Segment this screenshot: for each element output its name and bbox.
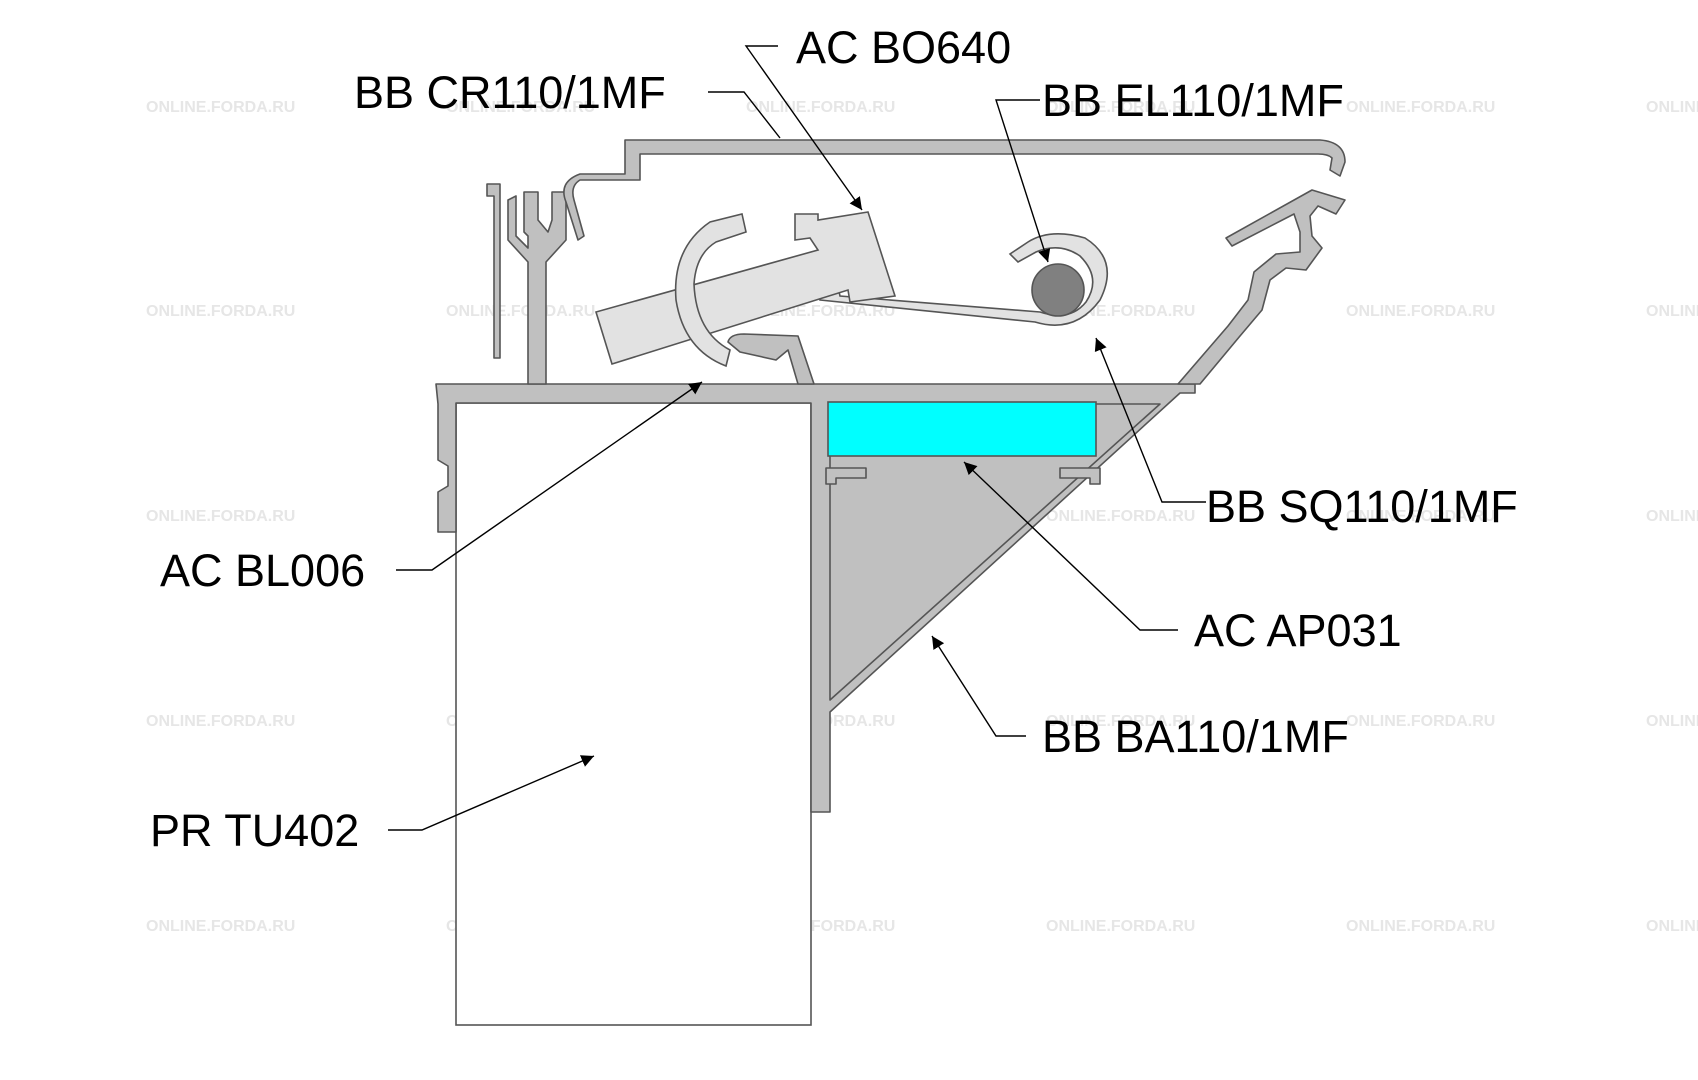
ac-bl006-hook — [727, 333, 815, 385]
bb-el110-hinge — [819, 233, 1109, 326]
watermark-text: ONLINE.FORDA.RU — [1046, 713, 1195, 730]
label-bb-sq110: BB SQ110/1MF — [1206, 481, 1518, 532]
ac-bo640-bolt — [594, 211, 897, 366]
left-clip-profile — [486, 183, 567, 385]
watermark-text: ONLINE.FORDA.RU — [1646, 918, 1698, 935]
ac-ap031-insert — [827, 401, 1097, 457]
watermark-text: ONLINE.FORDA.RU — [1346, 918, 1495, 935]
leader-bb-el110 — [995, 99, 1051, 263]
leader-ac-bo640 — [744, 45, 863, 211]
watermark-text: ONLINE.FORDA.RU — [146, 918, 295, 935]
watermark-text: ONLINE.FORDA.RU — [1046, 508, 1195, 525]
leader-bb-ba110 — [931, 635, 1026, 737]
label-bb-el110: BB EL110/1MF — [1042, 75, 1344, 126]
watermark-text: ONLINE.FORDA.RU — [1646, 508, 1698, 525]
watermark-text: ONLINE.FORDA.RU — [146, 713, 295, 730]
watermark-text: ONLINE.FORDA.RU — [1046, 918, 1195, 935]
watermark-text: ONLINE.FORDA.RU — [446, 303, 595, 320]
label-ac-bo640: AC BO640 — [796, 22, 1011, 73]
label-bb-ba110: BB BA110/1MF — [1042, 711, 1349, 762]
watermark-text: ONLINE.FORDA.RU — [146, 303, 295, 320]
watermark-text: ONLINE.FORDA.RU — [1646, 303, 1698, 320]
label-pr-tu402: PR TU402 — [150, 805, 359, 856]
ac-bl006-clip — [674, 213, 747, 368]
pr-tu402-pipe — [455, 402, 812, 1026]
glazing-channel — [825, 467, 1101, 485]
leader-bb-cr110 — [708, 91, 781, 139]
watermark-text: ONLINE.FORDA.RU — [146, 99, 295, 116]
watermark-text: ONLINE.FORDA.RU — [1346, 303, 1495, 320]
bb-sq110-profile — [1177, 189, 1346, 385]
watermark-text: ONLINE.FORDA.RU — [1646, 713, 1698, 730]
watermark-text: ONLINE.FORDA.RU — [1046, 99, 1195, 116]
watermark-text: ONLINE.FORDA.RU — [1646, 99, 1698, 116]
leader-bb-sq110 — [1094, 337, 1206, 503]
watermark-text: ONLINE.FORDA.RU — [1346, 99, 1495, 116]
label-bb-cr110: BB CR110/1MF — [354, 67, 666, 118]
watermark-text: ONLINE.FORDA.RU — [146, 508, 295, 525]
leader-pr-tu402 — [388, 755, 595, 831]
label-ac-ap031: AC AP031 — [1194, 605, 1402, 656]
bb-el110-pin — [1031, 263, 1085, 317]
label-ac-bl006: AC BL006 — [160, 545, 365, 596]
watermark-text: ONLINE.FORDA.RU — [446, 99, 595, 116]
watermark-text: ONLINE.FORDA.RU — [1346, 713, 1495, 730]
watermark-text: ONLINE.FORDA.RU — [746, 99, 895, 116]
bb-cr110-cover — [563, 139, 1346, 241]
leader-ac-bl006 — [396, 381, 703, 571]
leader-ac-ap031 — [963, 461, 1178, 631]
watermark-text: ONLINE.FORDA.RU — [1346, 508, 1495, 525]
